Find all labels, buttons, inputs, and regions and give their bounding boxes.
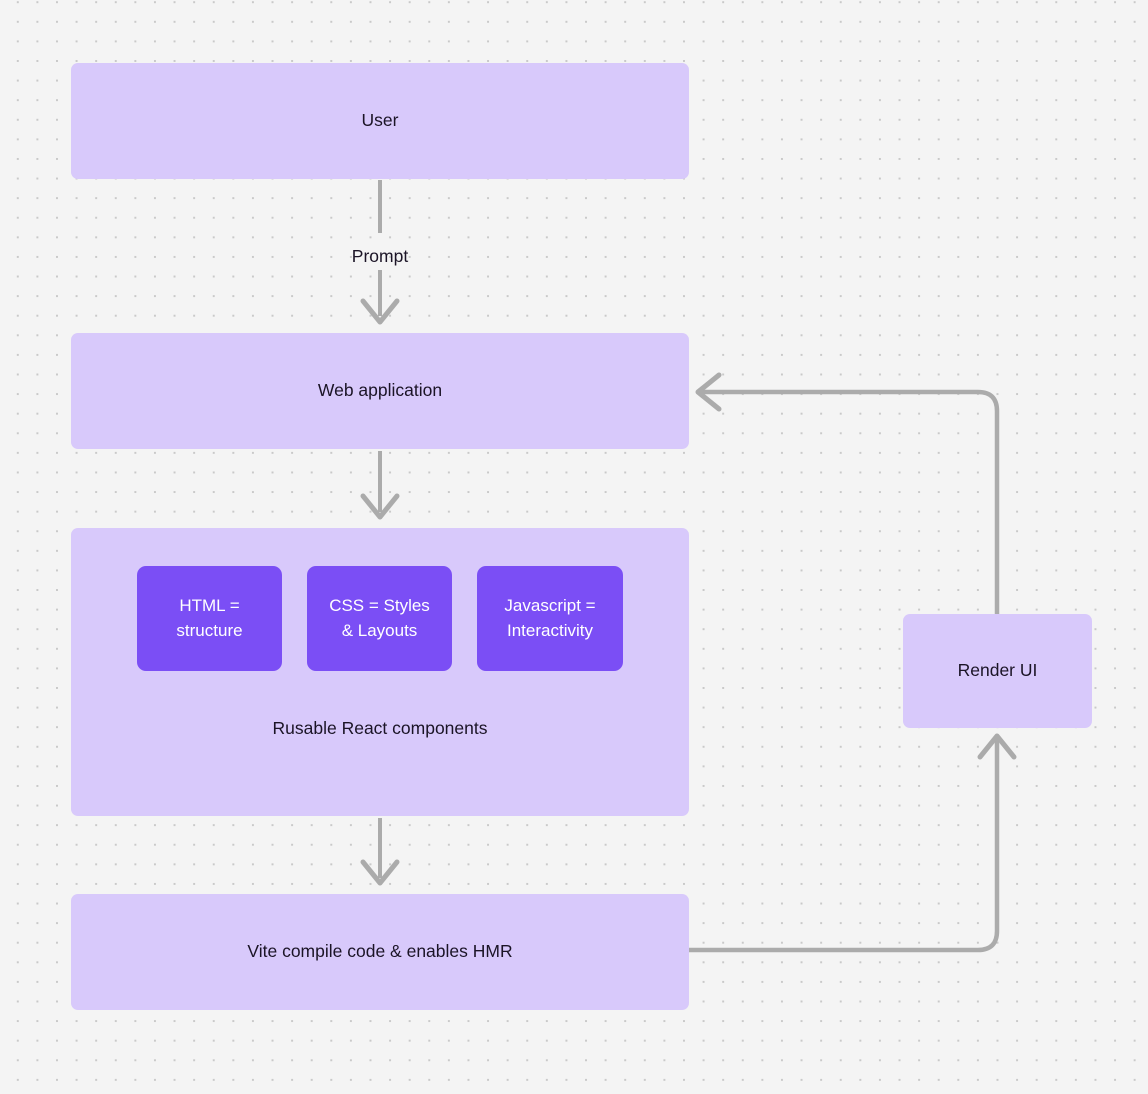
- subnode-javascript-line1: Javascript =: [504, 596, 596, 616]
- subnode-css-line1: CSS = Styles: [329, 596, 430, 616]
- node-render-ui[interactable]: Render UI: [903, 614, 1092, 728]
- subnode-javascript-line2: Interactivity: [507, 620, 593, 640]
- node-user-label: User: [361, 110, 399, 131]
- node-user[interactable]: User: [71, 63, 689, 179]
- subnode-html-line1: HTML =: [179, 596, 240, 616]
- subnode-javascript-label: Javascript = Interactivity: [504, 594, 595, 642]
- subnode-css-label: CSS = Styles & Layouts: [329, 594, 430, 642]
- subnode-html-label: HTML = structure: [176, 594, 242, 642]
- components-caption: Rusable React components: [272, 718, 488, 738]
- subnode-javascript[interactable]: Javascript = Interactivity: [477, 566, 623, 671]
- node-vite[interactable]: Vite compile code & enables HMR: [71, 894, 689, 1010]
- subnode-html-line2: structure: [176, 620, 243, 640]
- subnode-css[interactable]: CSS = Styles & Layouts: [307, 566, 452, 671]
- arrowhead-down-prompt: [360, 298, 400, 325]
- node-vite-label: Vite compile code & enables HMR: [247, 941, 513, 962]
- edge-components-to-vite: [360, 818, 400, 886]
- node-render-ui-label: Render UI: [957, 660, 1038, 681]
- edge-vite-to-render: [686, 733, 1017, 953]
- arrowhead-down-vite: [360, 859, 400, 886]
- edge-render-to-webapp: [695, 372, 1000, 617]
- edge-label-prompt: Prompt: [351, 246, 409, 266]
- subnode-css-line2: & Layouts: [341, 620, 418, 640]
- node-web-application[interactable]: Web application: [71, 333, 689, 449]
- subnode-html[interactable]: HTML = structure: [137, 566, 282, 671]
- arrowhead-left-webapp: [695, 372, 722, 412]
- arrowhead-down-components: [360, 493, 400, 520]
- edge-user-to-webapp-lower: [360, 270, 400, 325]
- arrowhead-up-render: [977, 733, 1017, 760]
- node-web-application-label: Web application: [317, 380, 443, 401]
- edge-webapp-to-components: [360, 451, 400, 520]
